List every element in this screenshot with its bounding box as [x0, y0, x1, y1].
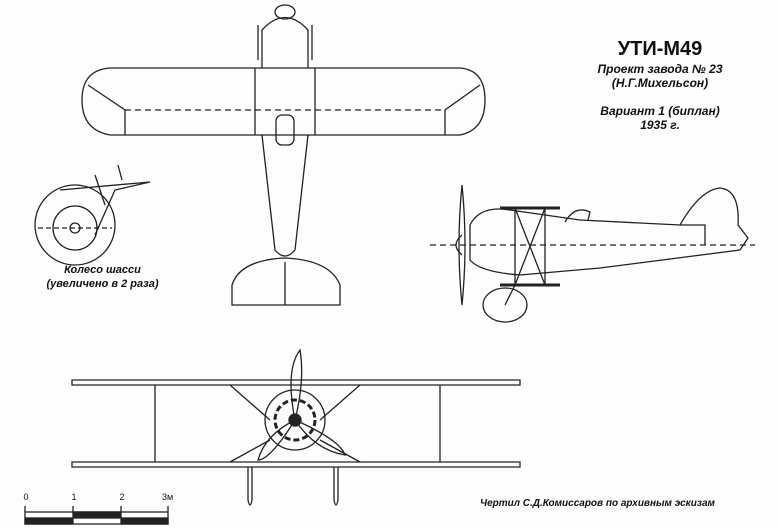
drawing-title: УТИ-М49	[617, 38, 703, 60]
scale-tick-0: 0	[23, 492, 29, 502]
wheel-fairing-side	[482, 287, 528, 323]
wheel-detail	[34, 164, 151, 266]
top-view	[81, 4, 486, 306]
engine-cowl	[261, 16, 309, 68]
front-view	[71, 348, 521, 506]
tailplane	[231, 257, 341, 306]
fuselage-top	[261, 134, 309, 257]
credit-text: Чертил С.Д.Комиссаров по архивным эскиза…	[480, 498, 715, 509]
propeller-side	[458, 184, 466, 306]
top-wing	[81, 67, 486, 136]
engine-front	[273, 398, 317, 442]
propeller-front	[257, 348, 346, 461]
variant-line-2: 1935 г.	[640, 118, 680, 132]
side-view	[430, 184, 755, 323]
subtitle-line-2: (Н.Г.Михельсон)	[611, 76, 709, 90]
lower-wing-front	[71, 461, 521, 468]
scale-tick-2: 2	[119, 492, 125, 502]
variant-line-1: Вариант 1 (биплан)	[600, 104, 720, 118]
subtitle-line-1: Проект завода № 23	[597, 62, 723, 76]
fuselage-side	[469, 187, 749, 276]
scale-bar	[24, 506, 169, 525]
wheel-caption-1: Колесо шасси	[64, 264, 141, 276]
wheel-caption-2: (увеличено в 2 раза)	[46, 278, 159, 290]
scale-tick-3: 3м	[162, 492, 174, 502]
upper-wing-front	[71, 379, 521, 386]
scale-tick-1: 1	[71, 492, 77, 502]
